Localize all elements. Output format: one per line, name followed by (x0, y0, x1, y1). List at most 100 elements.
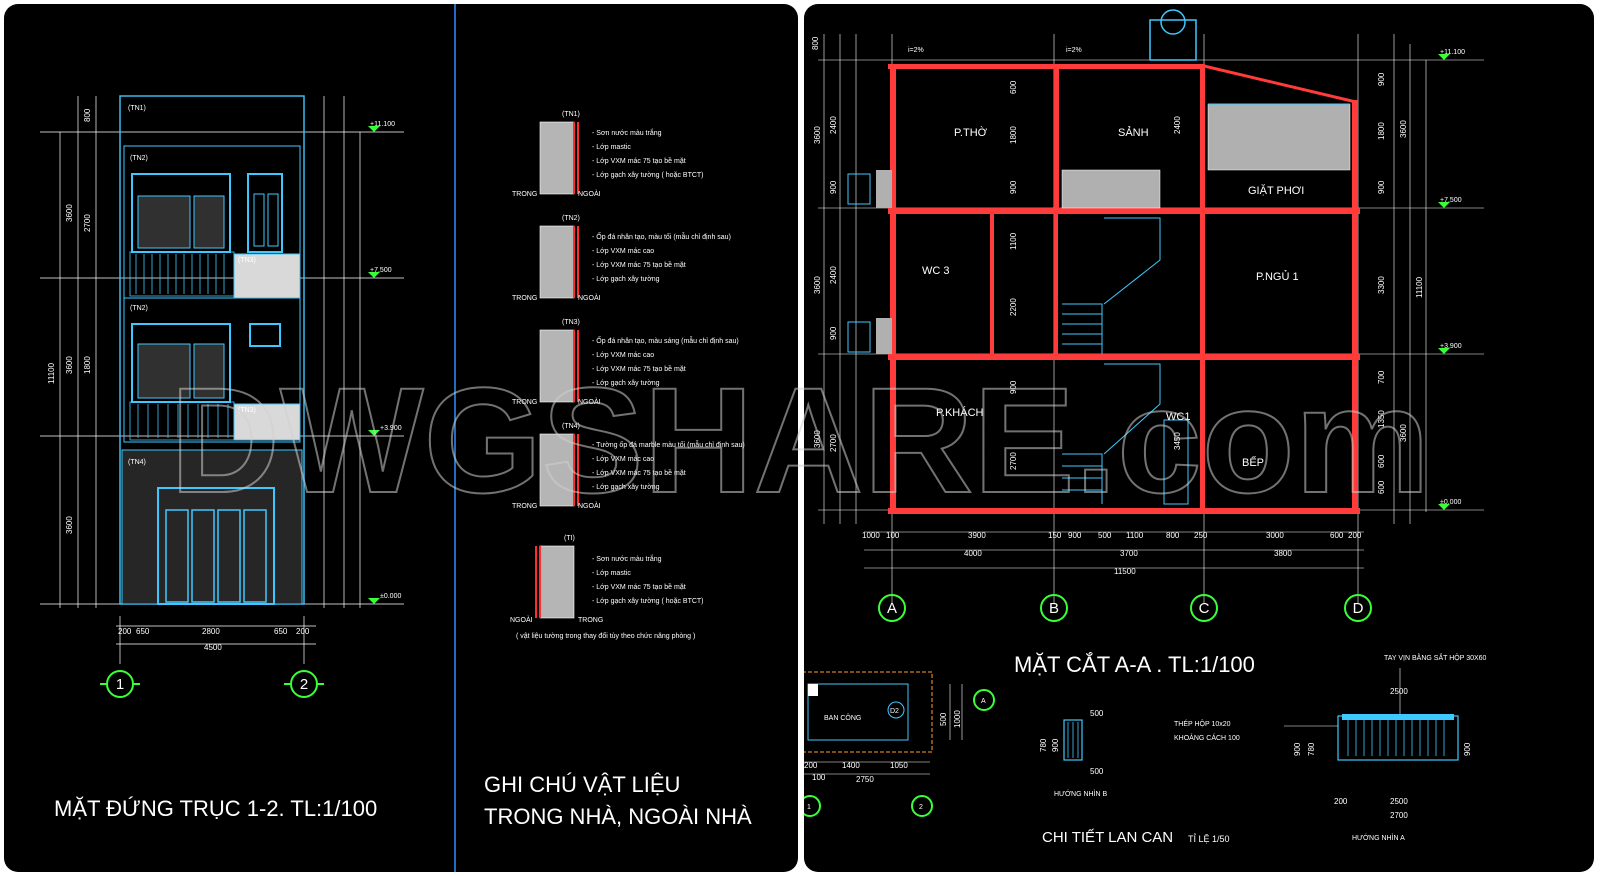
axis-marker-1 (804, 795, 821, 817)
outside-label: NGOÀI (578, 397, 601, 406)
inside-label: TRONG (578, 617, 603, 624)
dim-label: 11100 (47, 362, 56, 384)
level-label: ±0.000 (1440, 499, 1461, 506)
level-label: +11.100 (1440, 49, 1465, 56)
material-line: - Lớp mastic (592, 144, 631, 151)
dim-label: 3600 (65, 516, 74, 534)
dim-label: 650 (136, 627, 150, 636)
dim-label: 900 (829, 326, 838, 340)
dim-label: 200 (1348, 531, 1362, 540)
material-line: - Lớp VXM mác 75 tạo bề mặt (592, 582, 686, 591)
material-line: - Lớp VXM mác 75 tạo bề mặt (592, 260, 686, 269)
dim-label: 500 (939, 712, 948, 726)
axis-label: D (1353, 600, 1364, 617)
dim-label: 200 (118, 627, 132, 636)
room-label: BẾP (1242, 456, 1264, 469)
dim-label: 2800 (202, 627, 220, 636)
material-notes: (TN1) - Sơn nước màu trắng - Lớp mastic … (484, 111, 752, 829)
dim-label: 780 (1039, 738, 1048, 752)
dim-label: 3800 (1274, 549, 1292, 558)
materials-title-line2: TRONG NHÀ, NGOÀI NHÀ (484, 804, 752, 829)
material-line: - Lớp VXM mác cao (592, 248, 654, 255)
material-line: - Lớp VXM mác cao (592, 352, 654, 359)
material-line: - Ốp đá nhân tạo, màu tối (mẫu chỉ định … (592, 231, 731, 241)
dim-label: 800 (83, 108, 92, 122)
room-label: P.KHÁCH (936, 406, 984, 419)
dim-label: 150 (1048, 531, 1062, 540)
dim-label: 2500 (1390, 797, 1408, 806)
dim-label: 500 (1098, 531, 1112, 540)
dim-label: 900 (1051, 738, 1060, 752)
material-line: - Lớp gạch xây tường ( hoặc BTCT) (592, 598, 704, 605)
dim-label: 800 (811, 36, 820, 50)
finish-tag: (TN3) (238, 257, 256, 264)
left-drawing: (TN1) (TN2) (TN3) (TN2) (TN3) (TN4) +11.… (40, 4, 752, 872)
level-label: +3.900 (1440, 343, 1462, 350)
dim-label: 900 (1377, 180, 1386, 194)
railing-scale: TỈ LỆ 1/50 (1188, 833, 1230, 844)
level-label: +3.900 (380, 425, 402, 432)
material-line: - Ốp đá nhân tạo, màu sáng (mẫu chỉ định… (592, 335, 739, 345)
axis-label: 2 (919, 804, 923, 811)
outside-label: NGOÀI (578, 189, 601, 198)
dim-label: 3450 (1173, 432, 1182, 450)
view-a-label: HƯỚNG NHÌN A (1352, 833, 1405, 842)
material-tag: (TN2) (562, 215, 580, 222)
dim-label: 1800 (1009, 126, 1018, 144)
level-label: ±0.000 (380, 593, 401, 600)
dim-label: 900 (1293, 742, 1302, 756)
axis-label: B (1049, 600, 1059, 617)
axis-label: A (981, 698, 986, 705)
dim-label: 1050 (890, 761, 908, 770)
elevation-title: MẶT ĐỨNG TRỤC 1-2. TL:1/100 (54, 796, 377, 821)
dim-label: 2500 (1390, 687, 1408, 696)
axis-label: 1 (807, 804, 811, 811)
dim-label: 900 (1009, 380, 1018, 394)
axis-marker-b (1040, 594, 1068, 622)
material-line: - Lớp VXM mác 75 tạo bề mặt (592, 468, 686, 477)
elevation-drawing: (TN1) (TN2) (TN3) (TN2) (TN3) (TN4) +11.… (40, 95, 404, 821)
axis-marker-d (1344, 594, 1372, 622)
dim-label: 1100 (1009, 232, 1018, 250)
dim-label: 2400 (829, 266, 838, 284)
slope-label: i=2% (908, 47, 924, 54)
steel-note: KHOẢNG CÁCH 100 (1174, 733, 1240, 742)
room-label: P.NGỦ 1 (1256, 270, 1299, 283)
dim-label: 3900 (968, 531, 986, 540)
material-line: - Lớp gạch xây tường (592, 380, 660, 387)
dim-label: 3600 (813, 126, 822, 144)
dim-label: 2700 (83, 214, 92, 232)
finish-tag: (TN4) (128, 459, 146, 466)
finish-tag: (TN1) (128, 105, 146, 112)
dim-label: 3600 (65, 356, 74, 374)
axis-label: C (1199, 600, 1210, 617)
right-drawing: P.THỜ SẢNH GIẶT PHƠI WC 3 P.NGỦ 1 P.KHÁC… (804, 9, 1487, 846)
dim-label: 200 (296, 627, 310, 636)
dim-label: 1800 (83, 356, 92, 374)
level-label: +7.500 (370, 267, 392, 274)
finish-tag: (TN2) (130, 155, 148, 162)
dim-label: 1000 (953, 710, 962, 728)
material-line: - Lớp VXM mác 75 tạo bề mặt (592, 156, 686, 165)
dim-label: 2700 (1009, 452, 1018, 470)
outside-label: NGOÀI (510, 615, 533, 624)
dim-label: 3600 (813, 276, 822, 294)
railing-title: CHI TIẾT LAN CAN (1042, 829, 1173, 846)
level-label: +11.100 (370, 121, 395, 128)
inside-label: TRONG (512, 503, 537, 510)
section-title: MẶT CẮT A-A . TL:1/100 (1014, 652, 1255, 677)
material-tag: (TN4) (562, 423, 580, 430)
dim-label: 3600 (1399, 424, 1408, 442)
material-line: - Lớp gạch xây tường ( hoặc BTCT) (592, 172, 704, 179)
dim-label: 900 (1068, 531, 1082, 540)
dim-label: 2700 (1390, 811, 1408, 820)
steel-note: THÉP HỘP 10x20 (1174, 719, 1231, 728)
dim-label: 11500 (1114, 567, 1136, 576)
dim-label: 3600 (1399, 120, 1408, 138)
dim-label: 2700 (829, 434, 838, 452)
inside-label: TRONG (512, 399, 537, 406)
dim-label: 4500 (204, 643, 222, 652)
finish-tag: (TN2) (130, 305, 148, 312)
dim-label: 100 (886, 531, 900, 540)
dim-label: 3000 (1266, 531, 1284, 540)
